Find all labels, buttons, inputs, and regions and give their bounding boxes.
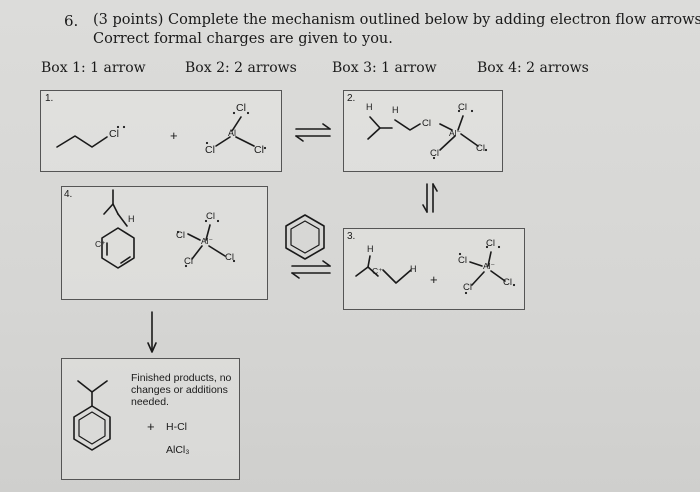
complex-chain xyxy=(394,119,421,131)
box4-cl-left: Cl xyxy=(176,230,185,241)
box3-h-right: H xyxy=(410,264,417,274)
panel-finished-products xyxy=(61,358,240,480)
equilibrium-arrowhead-bottom xyxy=(295,135,304,142)
panel-1-number: 1. xyxy=(45,93,54,104)
box1-alcl3-cl-left: Cl xyxy=(205,144,215,156)
product-isopropyl xyxy=(77,380,108,393)
panel-box-1 xyxy=(40,90,282,172)
box-1-label: Box 1: 1 arrow xyxy=(41,60,146,76)
alcl3-bond-left xyxy=(215,136,231,147)
benzene-ring xyxy=(285,214,325,260)
product-benzene-inner-ring xyxy=(78,411,106,445)
reaction-arrowhead xyxy=(147,342,157,353)
box1-al-label: Al xyxy=(228,128,237,138)
box3-cl-left: Cl xyxy=(458,255,467,266)
arenium-isopropyl xyxy=(103,203,119,215)
complex-bond-a xyxy=(367,116,381,140)
question-number: 6. xyxy=(64,12,79,30)
equilibrium-arrowhead-left xyxy=(291,272,300,279)
finished-products-note: Finished products, no changes or additio… xyxy=(131,372,231,408)
finished-note-line-3: needed. xyxy=(131,396,169,408)
al-cl-bottom-bond xyxy=(439,135,456,151)
arenium-ring xyxy=(101,227,135,269)
panel-box-4 xyxy=(61,186,268,300)
alkyl-chain-bond-1 xyxy=(56,135,108,148)
box4-c-plus: C⁺ xyxy=(95,239,106,249)
equilibrium-arrowhead-up xyxy=(432,183,438,192)
panel-4-number: 4. xyxy=(64,189,73,200)
box1-cl-label: Cl xyxy=(109,128,119,140)
box3-cl-top: Cl xyxy=(486,238,495,249)
box3-cl-right: Cl xyxy=(503,277,512,288)
cl-al-bond xyxy=(439,123,453,131)
arenium-ch-bond xyxy=(117,213,128,227)
box4-alcl4-bond-left xyxy=(187,233,201,241)
box-3-label: Box 3: 1 arrow xyxy=(332,60,437,76)
box3-al-minus: Al⁻ xyxy=(483,261,496,271)
box4-cl-right: Cl xyxy=(225,252,234,263)
panel-box-3 xyxy=(343,228,525,310)
finished-hcl: H-Cl xyxy=(166,421,187,433)
panel-3-number: 3. xyxy=(347,231,356,242)
question-text-line-2: Correct formal charges are given to you. xyxy=(93,31,393,47)
box3-plus: + xyxy=(430,272,438,287)
equilibrium-arrowhead-down xyxy=(422,204,428,213)
panel-box-2 xyxy=(343,90,503,172)
finished-plus: + xyxy=(147,419,155,434)
finished-alcl3: AlCl₃ xyxy=(166,444,190,456)
product-benzene-ring xyxy=(73,405,111,451)
box4-al-minus: Al⁻ xyxy=(201,236,214,246)
equilibrium-arrowhead-right xyxy=(322,260,331,267)
al-cl-top-bond xyxy=(457,115,464,131)
box2-h-right: H xyxy=(392,105,399,115)
box4-cl-top: Cl xyxy=(206,211,215,222)
box4-cl-bottom: Cl xyxy=(184,256,193,267)
box2-cl-top: Cl xyxy=(458,102,467,113)
box3-c-plus: C⁺ xyxy=(372,266,383,276)
box4-alcl4-bond-top xyxy=(205,224,211,241)
box4-h-label: H xyxy=(128,214,135,224)
alcl4-bond-bottom xyxy=(471,271,485,286)
box2-h-left: H xyxy=(366,102,373,112)
alcl4-bond-top xyxy=(487,251,492,267)
box2-al-minus: Al⁻ xyxy=(449,128,462,138)
box3-h-top: H xyxy=(367,244,374,254)
box1-plus: + xyxy=(170,128,178,143)
alcl4-bond-right xyxy=(490,270,506,282)
carbocation-ch-bond xyxy=(367,255,371,268)
question-text-line-1: (3 points) Complete the mechanism outlin… xyxy=(93,12,700,28)
box3-cl-bottom: Cl xyxy=(463,282,472,293)
box-2-label: Box 2: 2 arrows xyxy=(185,60,297,76)
finished-note-line-1: Finished products, no xyxy=(131,372,232,384)
alcl3-bond-top xyxy=(231,116,242,132)
box1-alcl3-cl-right: Cl xyxy=(254,144,264,156)
alcl3-bond-right xyxy=(235,136,255,147)
al-cl-right-bond xyxy=(460,133,479,147)
box2-cl-bridge: Cl xyxy=(422,118,431,129)
box-4-label: Box 4: 2 arrows xyxy=(477,60,589,76)
box2-cl-right: Cl xyxy=(476,143,485,154)
alcl4-bond-left xyxy=(469,261,483,267)
equilibrium-arrowhead-top xyxy=(322,123,331,130)
box4-alcl4-bond-bottom xyxy=(191,245,203,260)
carbocation-chain xyxy=(382,269,412,284)
box1-alcl3-cl-top: Cl xyxy=(236,102,246,114)
box4-alcl4-bond-right xyxy=(208,245,226,257)
finished-note-line-2: changes or additions xyxy=(131,384,228,396)
benzene-inner-ring xyxy=(290,220,320,254)
arenium-double-2 xyxy=(120,256,131,264)
panel-2-number: 2. xyxy=(347,93,356,104)
box2-cl-bottom: Cl xyxy=(430,148,439,159)
